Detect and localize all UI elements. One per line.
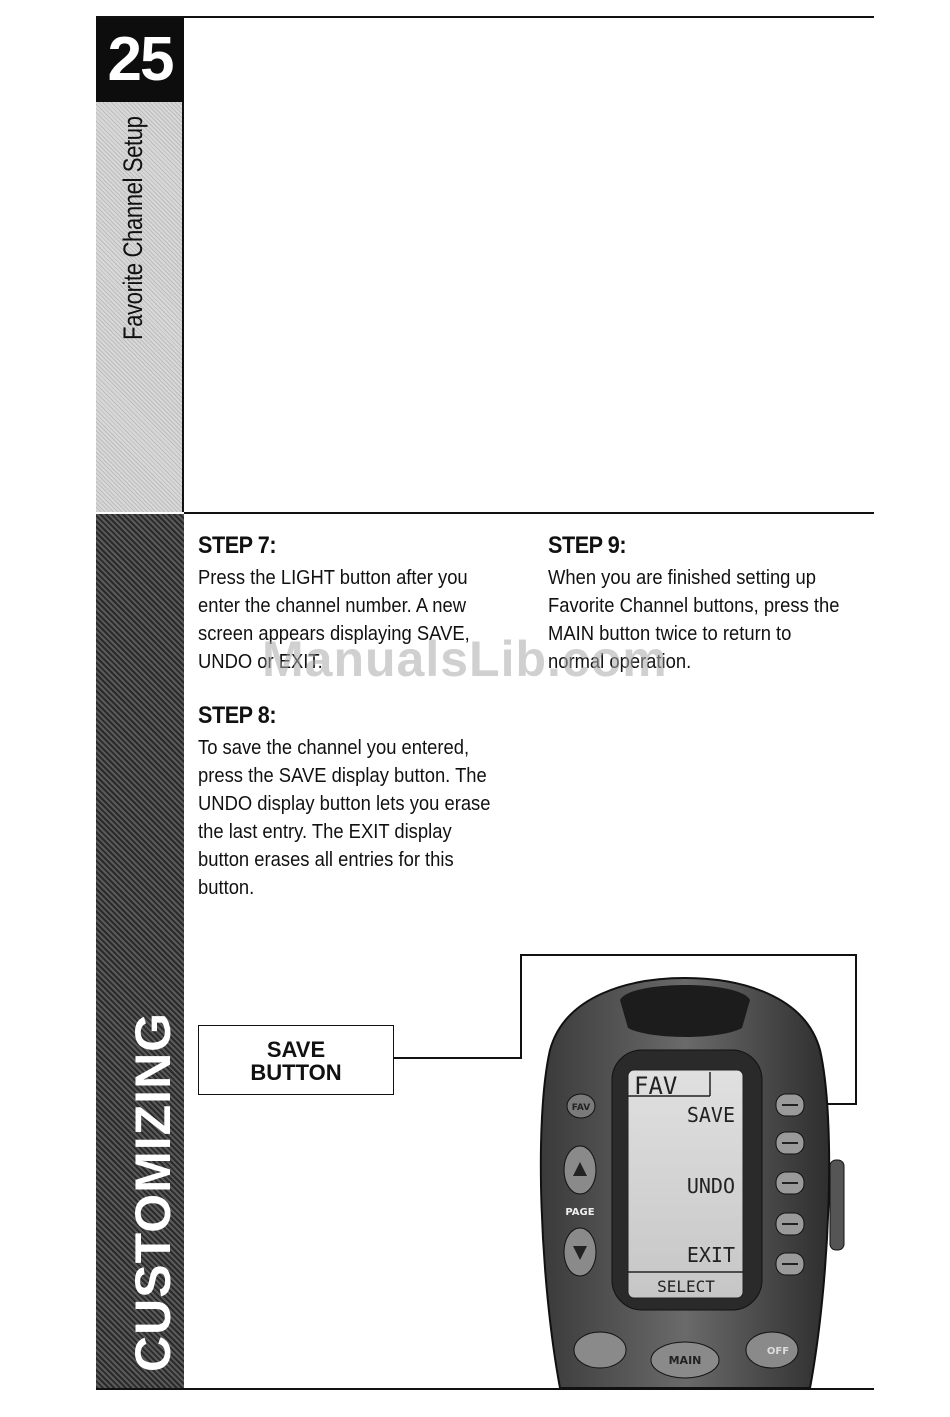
- fav-button-label: FAV: [572, 1103, 590, 1113]
- page-number: 25: [96, 18, 184, 102]
- lcd-screen: [627, 1069, 744, 1299]
- callout-line: BUTTON: [250, 1060, 342, 1085]
- off-button[interactable]: [745, 1331, 799, 1369]
- leader-line: [394, 954, 857, 1105]
- screen-item-save: SAVE: [687, 1103, 735, 1127]
- arrow-up-icon: [573, 1162, 587, 1176]
- display-buttons: [775, 1093, 805, 1276]
- middle-rule: [184, 512, 874, 514]
- main-button[interactable]: [650, 1341, 720, 1379]
- step-text: When you are finished setting up Favorit…: [548, 567, 840, 673]
- step-9: STEP 9: When you are finished setting up…: [548, 532, 878, 676]
- sidebar-section-panel: [96, 102, 184, 512]
- screen-item-exit: EXIT: [687, 1243, 735, 1267]
- step-text: Press the LIGHT button after you enter t…: [198, 567, 470, 673]
- side-scroll: [829, 1159, 845, 1251]
- screen-item-undo: UNDO: [687, 1174, 735, 1198]
- light-button[interactable]: [573, 1331, 627, 1369]
- page-button-label: PAGE: [565, 1207, 594, 1218]
- callout-line: SAVE: [266, 1037, 326, 1062]
- step-heading: STEP 7:: [198, 532, 277, 559]
- section-title: Favorite Channel Setup: [118, 116, 148, 341]
- chapter-title: CUSTOMIZING: [125, 1011, 181, 1372]
- step-8: STEP 8: To save the channel you entered,…: [198, 702, 528, 902]
- off-button-label: OFF: [767, 1346, 789, 1357]
- watermark: ManualsLib.com: [262, 631, 668, 687]
- main-button-label: MAIN: [669, 1354, 702, 1367]
- top-rule: [96, 16, 874, 18]
- fav-button[interactable]: [566, 1093, 596, 1119]
- step-7: STEP 7: Press the LIGHT button after you…: [198, 532, 528, 676]
- screen-footer: SELECT: [657, 1277, 715, 1296]
- arrow-down-icon: [573, 1246, 587, 1260]
- step-heading: STEP 8:: [198, 702, 277, 729]
- bottom-rule: [96, 1388, 874, 1390]
- ir-window: [620, 985, 750, 1037]
- step-text: To save the channel you entered, press t…: [198, 737, 491, 899]
- sidebar-chapter-panel: [96, 514, 184, 1388]
- step-heading: STEP 9:: [548, 532, 627, 559]
- save-button-callout: SAVE BUTTON: [198, 1025, 394, 1095]
- remote-control-illustration: FAV SAVE UNDO EXIT SELECT FAV PAGE MAIN …: [539, 976, 845, 1388]
- screen-title: FAV: [634, 1072, 677, 1100]
